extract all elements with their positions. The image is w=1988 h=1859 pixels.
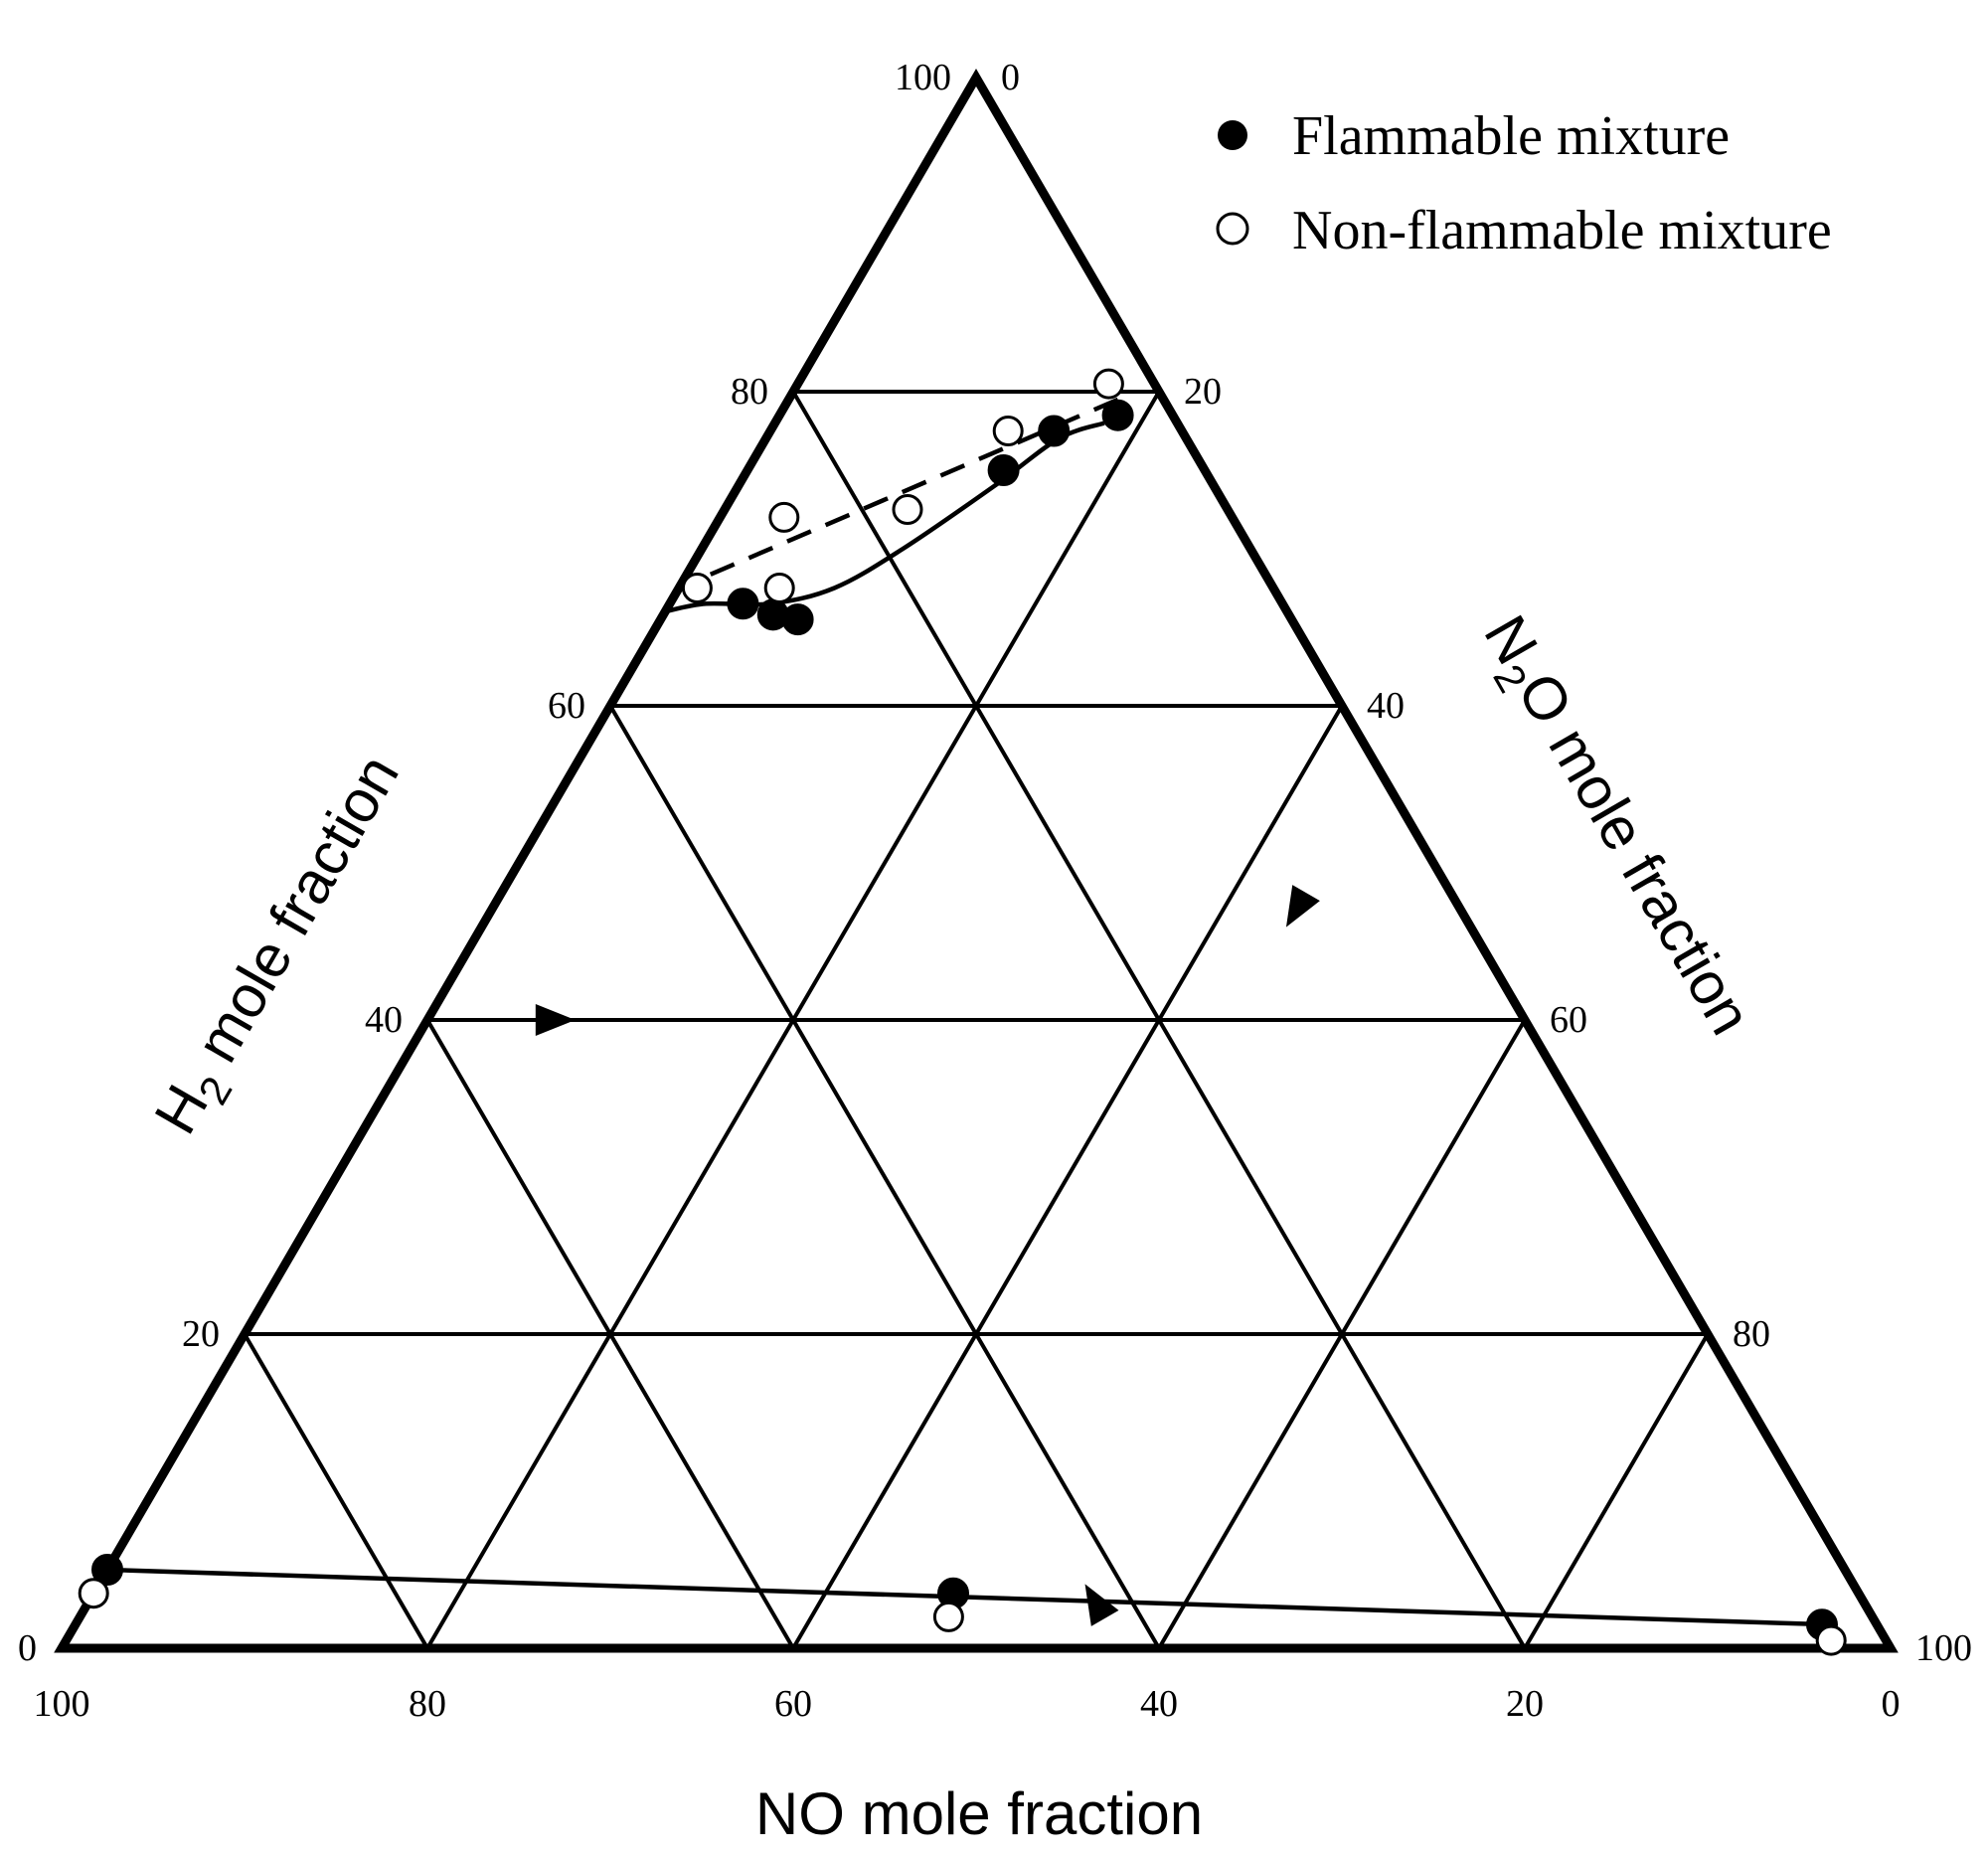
h2-axis-title: H2 mole fraction [142,744,420,1149]
nonflammable-point-5 [763,573,795,603]
h2-tick-60: 60 [548,685,585,727]
h2-tick-20: 20 [182,1313,220,1355]
grid-line-n2o-60 [1157,1018,1527,1650]
no-tick-100: 100 [34,1683,90,1725]
flammable-point-0 [1101,399,1134,431]
no-tick-0: 0 [1882,1683,1901,1725]
arrow-n2o [1285,885,1320,928]
h2-tick-40: 40 [365,999,403,1041]
flammable-point-1 [1038,415,1071,447]
triangle-outline [54,69,1899,1653]
n2o-tick-80: 80 [1733,1313,1770,1355]
grid-line-n2o-40 [791,704,1344,1650]
legend-label-flammable: Flammable mixture [1292,105,1730,167]
nonflammable-point-0 [1092,368,1124,400]
legend: Flammable mixture Non-flammable mixture [1216,105,1832,261]
nonflammable-point-8 [1815,1624,1847,1656]
no-axis-title: NO mole fraction [755,1780,1203,1847]
legend-label-nonflammable: Non-flammable mixture [1292,200,1832,261]
legend-marker-flammable [1218,120,1247,150]
grid-line-no-80 [243,1332,429,1650]
nonflammable-point-1 [992,416,1024,446]
grid-lines [243,390,1710,1650]
nonflammable-point-3 [768,501,800,533]
direction-arrows [535,885,1320,1626]
nonflammable-point-7 [932,1601,964,1632]
n2o-tick-0: 0 [1001,57,1020,98]
arrow-no [1084,1584,1119,1626]
n2o-tick-60: 60 [1550,999,1587,1041]
flammability-boundary-curve [664,421,1105,614]
legend-marker-nonflammable [1216,212,1249,246]
flammable-point-3 [727,588,759,620]
tick-labels: 0 20 40 60 80 100 0 20 40 60 80 100 100 80 60 40 20 0 [18,57,1972,1725]
data-points [78,368,1847,1656]
boundary-lines [106,397,1832,1627]
flammable-point-2 [987,454,1020,486]
nonflammable-point-6 [78,1578,109,1609]
lower-boundary-line [106,1567,1832,1627]
no-tick-20: 20 [1506,1683,1544,1725]
triangle-frame [54,69,1899,1653]
nonflammable-point-4 [681,573,713,603]
h2-tick-80: 80 [731,371,768,413]
arrow-h2 [535,1004,576,1036]
grid-line-n2o-80 [1523,1332,1710,1650]
flammable-point-5 [781,603,814,636]
h2-tick-100: 100 [895,57,951,98]
no-tick-40: 40 [1140,1683,1178,1725]
grid-line-no-60 [425,1018,795,1650]
n2o-tick-20: 20 [1184,371,1222,413]
grid-line-no-40 [608,704,1161,1650]
n2o-tick-100: 100 [1915,1627,1972,1669]
h2-tick-0: 0 [18,1627,37,1669]
dashed-boundary-line [678,397,1119,591]
no-tick-80: 80 [409,1683,446,1725]
nonflammable-point-2 [892,494,923,525]
no-tick-60: 60 [774,1683,812,1725]
flammable-point-6 [91,1554,123,1586]
n2o-tick-40: 40 [1367,685,1405,727]
